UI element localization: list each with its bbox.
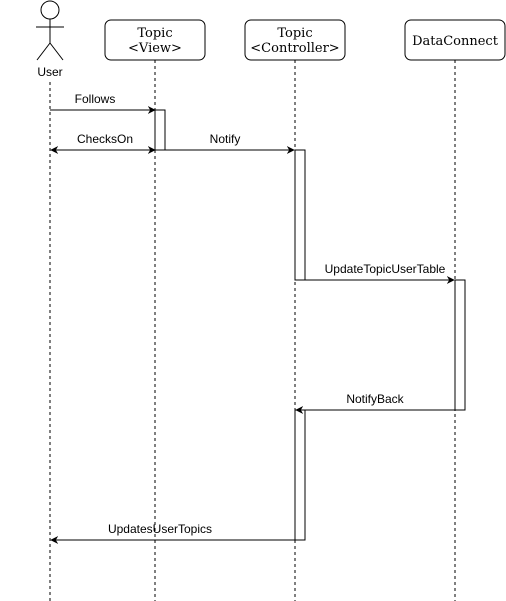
- participant-controller-line1: Topic: [277, 26, 312, 41]
- participant-dataconnect-line1: DataConnect: [412, 34, 499, 49]
- actor-user: [36, 0, 64, 61]
- participant-box-controller: [244, 19, 346, 61]
- message-label-notifyback: NotifyBack: [346, 392, 404, 406]
- message-label-checkson: ChecksOn: [77, 132, 133, 146]
- message-label-updatetopicusertable: UpdateTopicUserTable: [325, 262, 446, 276]
- message-label-updatesusertopics: UpdatesUserTopics: [108, 522, 212, 536]
- actor-head-icon: [40, 0, 60, 20]
- participant-box-view: [104, 19, 206, 61]
- participant-controller-line2: <Controller>: [250, 41, 339, 56]
- message-label-follows: Follows: [75, 92, 116, 106]
- participant-view-line1: Topic: [137, 26, 172, 41]
- actor-user-label: User: [37, 65, 62, 79]
- activation-view: [154, 109, 166, 151]
- activation-dataconnect: [454, 279, 466, 411]
- participant-box-dataconnect: [404, 19, 506, 61]
- activation-controller-1: [294, 149, 306, 281]
- message-label-notify: Notify: [210, 132, 241, 146]
- participant-view-line2: <View>: [128, 41, 182, 56]
- activation-controller-2: [294, 409, 306, 541]
